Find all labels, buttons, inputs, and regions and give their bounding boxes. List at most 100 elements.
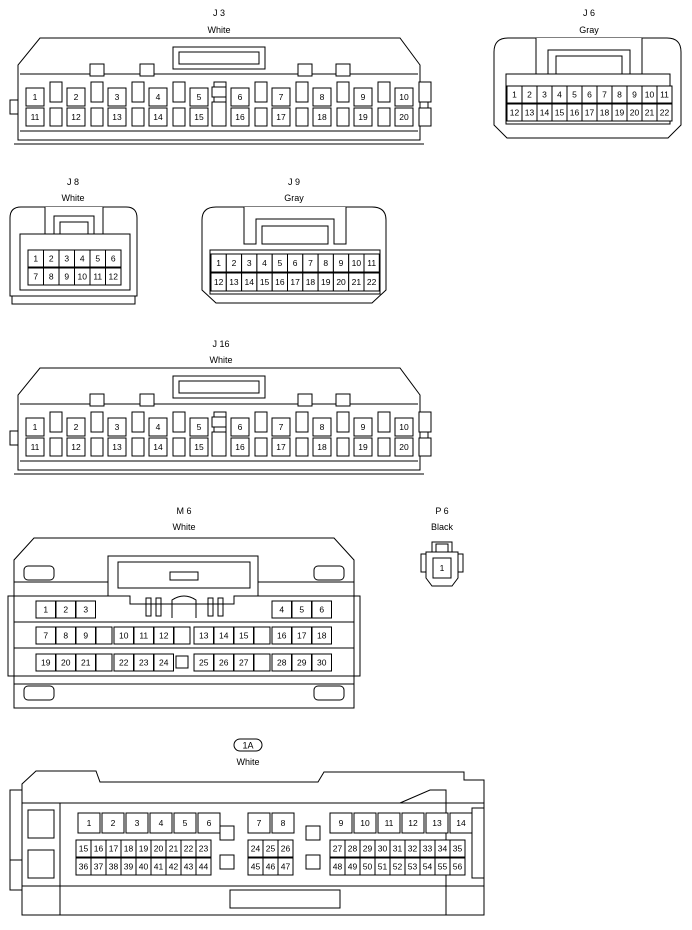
pin-cavity: 1 — [35, 600, 56, 619]
pin-cavity: 8 — [312, 87, 332, 107]
pin-label: 14 — [245, 277, 255, 287]
pin-label: 3 — [64, 254, 69, 264]
j3-name: J 3 — [213, 8, 225, 18]
pin-cavity: 2 — [43, 249, 60, 268]
pin-cavity: 12 — [210, 272, 227, 292]
pin-label: 3 — [115, 422, 120, 432]
pin-label: 14 — [153, 442, 163, 452]
pin-label: 11 — [385, 818, 394, 828]
j8-lock — [44, 207, 104, 235]
pin-label: 56 — [453, 862, 463, 872]
pin-label: 1 — [33, 254, 38, 264]
pin-cavity: 4 — [551, 85, 568, 104]
pin-label: 4 — [156, 422, 161, 432]
pin-cavity: 17 — [581, 103, 598, 122]
j3-side-tab-left — [9, 99, 19, 115]
pin-label: 15 — [194, 112, 204, 122]
pin-label: 6 — [238, 422, 243, 432]
pin-cavity: 10 — [394, 417, 414, 437]
pin-cavity: 1 — [77, 812, 101, 834]
pin-label: 3 — [135, 818, 140, 828]
pin-label: 1 — [216, 258, 221, 268]
pin-label: 1 — [440, 563, 445, 573]
pin-label: 12 — [71, 442, 81, 452]
m6-color: White — [172, 522, 195, 532]
pin-label: 5 — [197, 422, 202, 432]
pin-label: 23 — [139, 658, 149, 668]
pin-cavity: 34 — [434, 839, 451, 858]
pin-label: 9 — [361, 422, 366, 432]
pin-label: 19 — [321, 277, 331, 287]
pin-label: 2 — [74, 422, 79, 432]
pin-cavity: 7 — [302, 253, 319, 273]
pin-cavity: 4 — [148, 417, 168, 437]
pin-cavity: 20 — [626, 103, 643, 122]
pin-label: 20 — [336, 277, 346, 287]
pin-label: 5 — [183, 818, 188, 828]
pin-label: 34 — [438, 844, 448, 854]
pin-cavity: 35 — [449, 839, 466, 858]
pin-cavity: 15 — [75, 839, 92, 858]
pin-label: 22 — [184, 844, 194, 854]
pin-cavity: 4 — [271, 600, 292, 619]
connector-j3: J 3 White 111212313414515616717818919102… — [9, 8, 432, 145]
pin-label: 10 — [399, 422, 409, 432]
pin-label: 50 — [363, 862, 373, 872]
pin-cavity: 5 — [566, 85, 583, 104]
pin-label: 8 — [281, 818, 286, 828]
pin-label: 27 — [333, 844, 343, 854]
pin-label: 8 — [320, 422, 325, 432]
pin-label: 44 — [199, 862, 209, 872]
pin-label: 19 — [615, 108, 625, 118]
p6-housing — [425, 551, 459, 587]
pin-cavity: 7 — [271, 87, 291, 107]
pin-label: 5 — [572, 90, 577, 100]
pin-cavity: 17 — [287, 272, 304, 292]
pin-label: 7 — [33, 272, 38, 282]
pin-cavity: 7 — [247, 812, 271, 834]
pin-label: 14 — [153, 112, 163, 122]
pin-label: 11 — [31, 112, 40, 122]
pin-cavity: 6 — [287, 253, 304, 273]
j16-name: J 16 — [212, 339, 229, 349]
pin-cavity: 23 — [133, 653, 154, 672]
pin-cavity: 15 — [189, 437, 209, 457]
pin-cavity: 8 — [312, 417, 332, 437]
pin-cavity: 12 — [401, 812, 425, 834]
pin-cavity: 32 — [404, 839, 421, 858]
pin-label: 9 — [339, 818, 344, 828]
pin-cavity: 19 — [317, 272, 334, 292]
pin-label: 7 — [308, 258, 313, 268]
pin-label: 4 — [159, 818, 164, 828]
pin-cavity: 33 — [419, 839, 436, 858]
pin-label: 14 — [219, 631, 229, 641]
pin-cavity: 16 — [566, 103, 583, 122]
pin-label: 3 — [542, 90, 547, 100]
j3-lock — [172, 46, 266, 70]
pin-cavity: 50 — [359, 857, 376, 876]
pin-cavity: 6 — [230, 417, 250, 437]
pin-label: 12 — [159, 631, 169, 641]
pin-cavity: 3 — [241, 253, 258, 273]
pin-cavity: 23 — [195, 839, 212, 858]
j3-color: White — [207, 25, 230, 35]
pin-label: 20 — [399, 442, 409, 452]
pin-cavity: 28 — [271, 653, 292, 672]
pin-cavity: 51 — [374, 857, 391, 876]
pin-label: 7 — [257, 818, 262, 828]
pin-cavity: 22 — [180, 839, 197, 858]
pin-cavity: 7 — [27, 267, 44, 286]
j16-side-tab-left — [9, 430, 19, 446]
pin-cavity: 39 — [120, 857, 137, 876]
pin-cavity: 44 — [195, 857, 212, 876]
pin-cavity: 42 — [165, 857, 182, 876]
pin-cavity: 38 — [105, 857, 122, 876]
pin-cavity: 3 — [58, 249, 75, 268]
pin-label: 26 — [281, 844, 291, 854]
pin-cavity: 11 — [363, 253, 380, 273]
pin-label: 30 — [378, 844, 388, 854]
pin-label: 3 — [115, 92, 120, 102]
